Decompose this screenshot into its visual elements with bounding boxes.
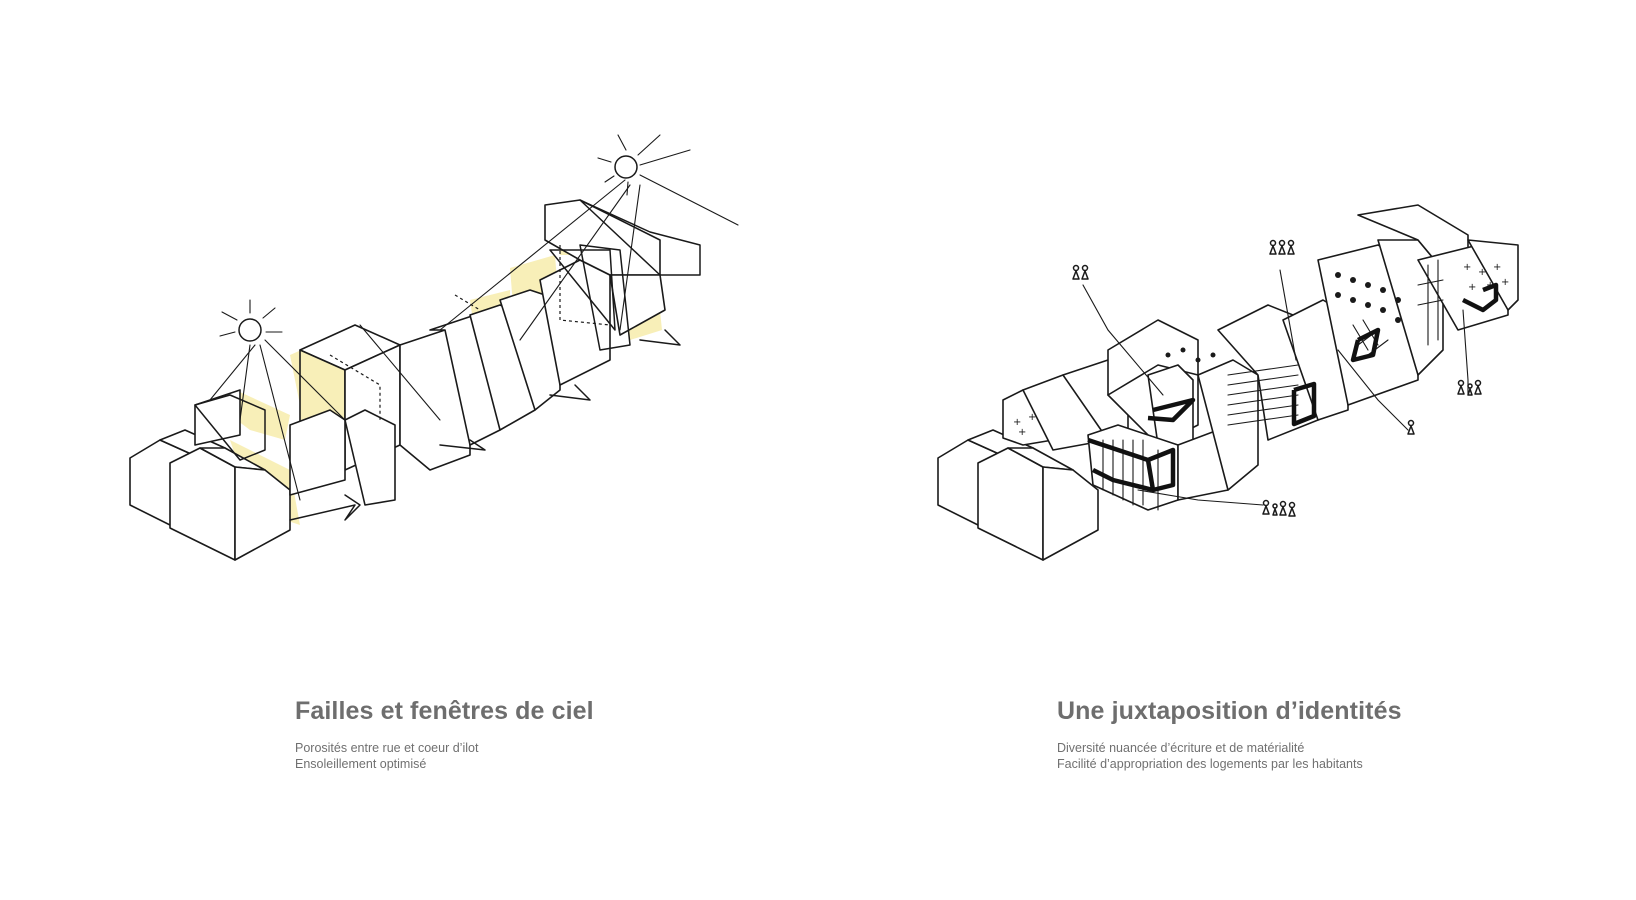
facade-textures: +++ +++ +++ xyxy=(1013,259,1509,511)
building-blocks xyxy=(194,199,701,506)
caption-line: Ensoleillement optimisé xyxy=(295,757,427,771)
caption-line: Porosités entre rue et coeur d’ilot xyxy=(295,741,479,755)
caption-right: Une juxtaposition d’identités Diversité … xyxy=(1057,697,1402,772)
sketch-identities: +++ +++ +++ xyxy=(818,0,1636,640)
caption-left: Failles et fenêtres de ciel Porosités en… xyxy=(295,697,594,772)
svg-text:+: + xyxy=(1493,262,1501,273)
caption-title: Failles et fenêtres de ciel xyxy=(295,697,594,725)
svg-text:+: + xyxy=(1028,412,1036,423)
bold-loggia-frames xyxy=(1087,282,1499,493)
dashed-guides xyxy=(329,245,611,420)
svg-text:+: + xyxy=(1501,277,1509,288)
leader-lines xyxy=(1082,269,1469,506)
svg-text:+: + xyxy=(1478,267,1486,278)
svg-text:+: + xyxy=(1463,262,1471,273)
sketch-sun-light xyxy=(0,0,818,640)
svg-text:+: + xyxy=(1468,282,1476,293)
people-figures-icon xyxy=(1072,239,1482,517)
sun-icon xyxy=(597,134,739,226)
svg-text:+: + xyxy=(1013,417,1021,428)
caption-line: Diversité nuancée d’écriture et de matér… xyxy=(1057,741,1305,755)
caption-line: Facilité d’appropriation des logements p… xyxy=(1057,757,1363,771)
existing-houses xyxy=(129,429,291,561)
caption-title: Une juxtaposition d’identités xyxy=(1057,697,1402,725)
light-arrow-icon xyxy=(289,329,681,521)
existing-houses xyxy=(937,429,1099,561)
svg-text:+: + xyxy=(1018,427,1026,438)
light-rays xyxy=(209,179,641,501)
sun-icon xyxy=(219,299,283,342)
building-blocks xyxy=(1002,204,1519,511)
